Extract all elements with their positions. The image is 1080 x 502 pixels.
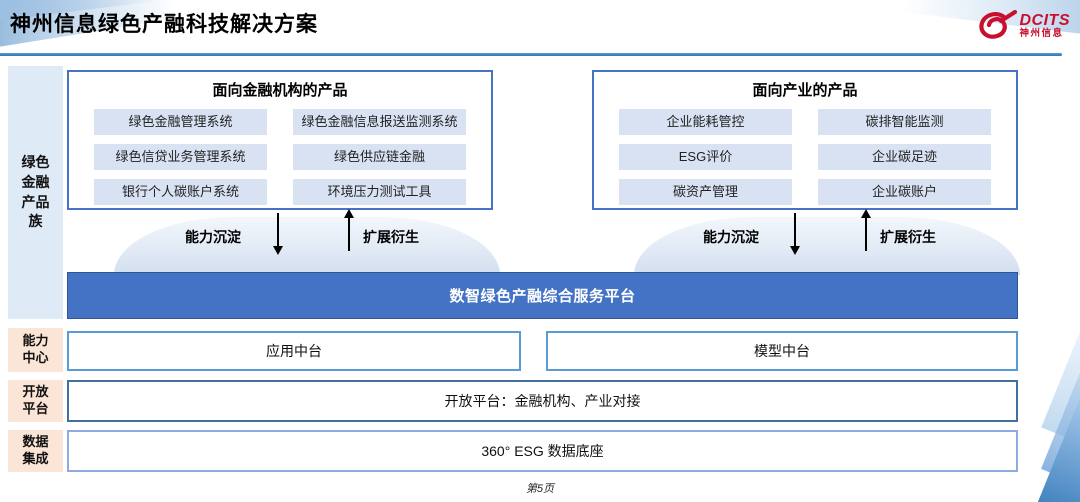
dome-decoration <box>634 217 1020 275</box>
sidebar-label-product-family: 绿色 金融 产品 族 <box>8 66 63 319</box>
product-pill: 企业碳账户 <box>818 179 991 205</box>
sidebar-label-open-platform: 开放 平台 <box>8 380 63 422</box>
expand-derive-label: 扩展衍生 <box>880 229 936 245</box>
down-arrow-icon <box>790 213 800 255</box>
product-pill: 企业能耗管控 <box>619 109 792 135</box>
industry-products-box: 面向产业的产品 企业能耗管控 碳排智能监测 ESG评价 企业碳足迹 碳资产管理 … <box>592 70 1018 210</box>
industry-products-title: 面向产业的产品 <box>752 82 858 99</box>
product-pill: 环境压力测试工具 <box>293 179 466 205</box>
industry-products-grid: 企业能耗管控 碳排智能监测 ESG评价 企业碳足迹 碳资产管理 企业碳账户 <box>594 100 1016 205</box>
capability-sink-label: 能力沉淀 <box>185 229 241 245</box>
finance-products-title: 面向金融机构的产品 <box>212 82 348 99</box>
page-title: 神州信息绿色产融科技解决方案 <box>10 13 318 36</box>
product-pill: 碳资产管理 <box>619 179 792 205</box>
product-pill: 银行个人碳账户系统 <box>94 179 267 205</box>
title-underline <box>0 53 1062 56</box>
platform-bar: 数智绿色产融综合服务平台 <box>67 272 1018 319</box>
product-pill: 绿色信贷业务管理系统 <box>94 144 267 170</box>
app-middle-platform-box: 应用中台 <box>67 331 521 371</box>
product-pill: 企业碳足迹 <box>818 144 991 170</box>
sidebar-label-capability-center: 能力 中心 <box>8 328 63 372</box>
model-middle-platform-box: 模型中台 <box>546 331 1018 371</box>
logo-swirl-icon <box>978 9 1017 39</box>
product-pill: 碳排智能监测 <box>818 109 991 135</box>
expand-derive-label: 扩展衍生 <box>363 229 419 245</box>
logo-brand-text: DCITS <box>1019 11 1070 29</box>
finance-products-grid: 绿色金融管理系统 绿色金融信息报送监测系统 绿色信贷业务管理系统 绿色供应链金融… <box>69 100 491 205</box>
esg-data-base-box: 360° ESG 数据底座 <box>67 430 1018 472</box>
dome-decoration <box>114 217 500 275</box>
product-pill: 绿色金融管理系统 <box>94 109 267 135</box>
capability-sink-label: 能力沉淀 <box>703 229 759 245</box>
up-arrow-icon <box>861 209 871 251</box>
product-pill: ESG评价 <box>619 144 792 170</box>
finance-products-box: 面向金融机构的产品 绿色金融管理系统 绿色金融信息报送监测系统 绿色信贷业务管理… <box>67 70 493 210</box>
page-number: 第5页 <box>525 483 555 495</box>
dcits-logo: DCITS 神州信息 <box>977 9 1071 43</box>
product-pill: 绿色供应链金融 <box>293 144 466 170</box>
sidebar-label-data-integration: 数据 集成 <box>8 430 63 472</box>
down-arrow-icon <box>273 213 283 255</box>
open-platform-box: 开放平台：金融机构、产业对接 <box>67 380 1018 422</box>
product-pill: 绿色金融信息报送监测系统 <box>293 109 466 135</box>
logo-brand-cn-text: 神州信息 <box>1019 28 1064 40</box>
up-arrow-icon <box>344 209 354 251</box>
